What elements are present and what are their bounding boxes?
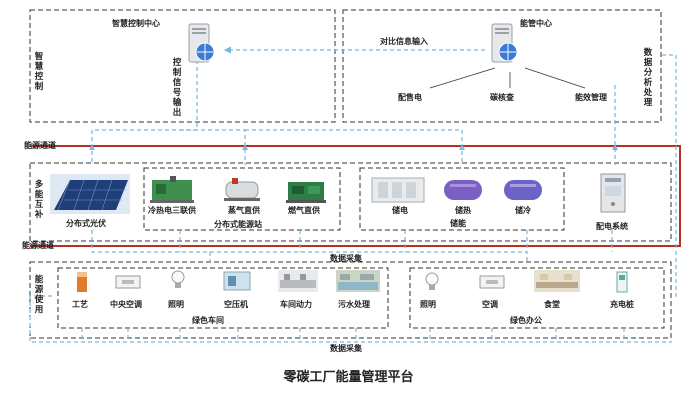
chp-unit-image bbox=[150, 174, 194, 204]
charging-pile-image bbox=[614, 270, 630, 294]
storage-box bbox=[359, 167, 565, 231]
office-item-ac: 空调 bbox=[482, 300, 498, 309]
workshop-item-central-ac: 中央空调 bbox=[110, 300, 142, 309]
workshop-power-image bbox=[278, 270, 318, 292]
workshop-item-lighting: 照明 bbox=[168, 300, 184, 309]
diagram-title: 零碳工厂能量管理平台 bbox=[283, 370, 414, 385]
energy-item-carbon: 碳核查 bbox=[490, 93, 514, 102]
office-item-canteen: 食堂 bbox=[544, 300, 560, 309]
energy-item-efficiency: 能效管理 bbox=[575, 93, 607, 102]
battery-storage-image bbox=[370, 176, 426, 204]
office-ac-image bbox=[478, 272, 506, 292]
smart-control-box bbox=[29, 9, 336, 123]
energy-mgmt-center-label: 能管中心 bbox=[520, 19, 552, 28]
distribution-label: 配电系统 bbox=[596, 222, 628, 231]
office-box bbox=[409, 267, 665, 329]
station-item-chp: 冷热电三联供 bbox=[148, 206, 196, 215]
energy-channel-bottom-label: 能源通道 bbox=[22, 241, 54, 250]
solar-panel-image bbox=[50, 174, 130, 214]
workshop-item-process: 工艺 bbox=[72, 300, 88, 309]
data-analysis-label: 数据分析处理 bbox=[643, 48, 653, 108]
smart-control-server-icon bbox=[183, 22, 217, 66]
central-ac-image bbox=[114, 272, 142, 292]
cold-storage-image bbox=[500, 176, 546, 204]
wastewater-image bbox=[336, 270, 380, 292]
distribution-cabinet-image bbox=[598, 172, 628, 214]
energy-mgmt-box bbox=[342, 9, 662, 123]
energy-channel-top-label: 能源通道 bbox=[24, 141, 56, 150]
storage-item-power: 储电 bbox=[392, 206, 408, 215]
smart-control-side-label: 智慧控制 bbox=[34, 52, 44, 92]
office-label: 绿色办公 bbox=[510, 316, 542, 325]
gas-generator-image bbox=[286, 176, 326, 204]
workshop-label: 绿色车间 bbox=[192, 316, 224, 325]
energy-item-sales: 配售电 bbox=[398, 93, 422, 102]
control-signal-label: 控制信号输出 bbox=[172, 58, 182, 118]
supply-box bbox=[29, 162, 672, 242]
heat-storage-image bbox=[440, 176, 486, 204]
energy-channel-top bbox=[30, 145, 681, 247]
smart-control-center-label: 智慧控制中心 bbox=[112, 19, 160, 28]
station-item-steam: 蒸气直供 bbox=[228, 206, 260, 215]
data-collect-bottom-label: 数据采集 bbox=[330, 344, 362, 353]
station-item-gas: 燃气直供 bbox=[288, 206, 320, 215]
compare-input-label: 对比信息输入 bbox=[380, 37, 428, 46]
usage-box bbox=[29, 261, 672, 339]
multi-energy-side-label: 多能互补 bbox=[34, 180, 44, 220]
energy-usage-side-label: 能源使用 bbox=[34, 275, 44, 315]
office-item-charging: 充电桩 bbox=[610, 300, 634, 309]
storage-item-heat: 储热 bbox=[455, 206, 471, 215]
storage-item-cold: 储冷 bbox=[515, 206, 531, 215]
air-compressor-image bbox=[222, 270, 252, 292]
data-collect-top-label: 数据采集 bbox=[330, 254, 362, 263]
workshop-item-compressor: 空压机 bbox=[224, 300, 248, 309]
station-box bbox=[143, 167, 341, 231]
storage-label: 储能 bbox=[450, 219, 466, 228]
workshop-lighting-icon bbox=[170, 268, 186, 292]
energy-mgmt-server-icon bbox=[486, 22, 520, 66]
process-image bbox=[74, 270, 90, 294]
canteen-image bbox=[534, 270, 580, 292]
office-lighting-icon bbox=[424, 270, 440, 294]
pv-label: 分布式光伏 bbox=[66, 219, 106, 228]
station-label: 分布式能源站 bbox=[214, 220, 262, 229]
workshop-item-power: 车间动力 bbox=[280, 300, 312, 309]
office-item-lighting: 照明 bbox=[420, 300, 436, 309]
workshop-item-wastewater: 污水处理 bbox=[338, 300, 370, 309]
workshop-box bbox=[57, 267, 389, 329]
steam-boiler-image bbox=[222, 176, 262, 204]
